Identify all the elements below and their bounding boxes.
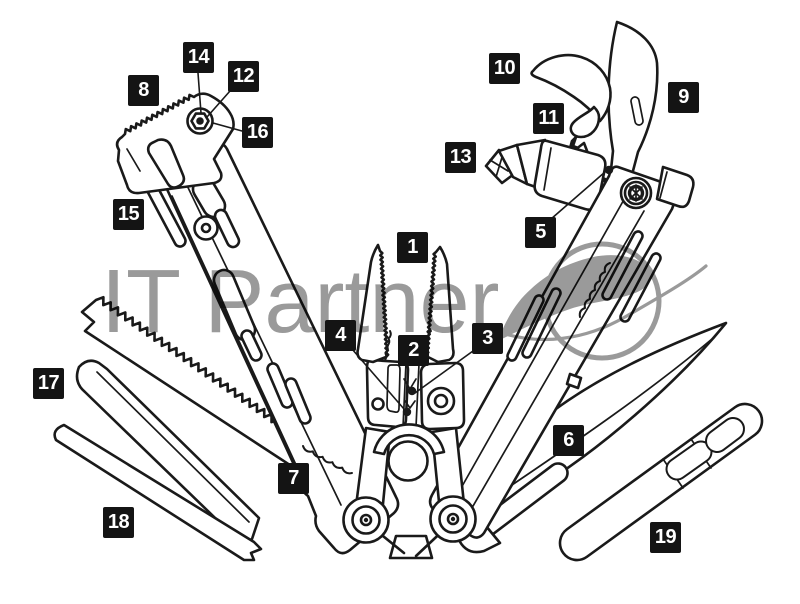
sharpener-rod-illustration bbox=[558, 402, 764, 562]
leader-line-3 bbox=[414, 350, 474, 394]
leader-line-14 bbox=[197, 72, 202, 114]
callout-label-6: 6 bbox=[553, 425, 584, 456]
leader-target-dot bbox=[604, 165, 614, 175]
leader-line-4 bbox=[351, 348, 405, 410]
leader-target-dot bbox=[402, 407, 412, 417]
callout-label-12: 12 bbox=[228, 61, 259, 92]
callout-label-7: 7 bbox=[278, 463, 309, 494]
callout-label-2: 2 bbox=[398, 335, 429, 366]
callout-label-8: 8 bbox=[128, 75, 159, 106]
leader-line-5 bbox=[550, 171, 606, 220]
callout-label-13: 13 bbox=[445, 142, 476, 173]
callout-label-17: 17 bbox=[33, 368, 64, 399]
callout-label-16: 16 bbox=[242, 117, 273, 148]
callout-label-4: 4 bbox=[325, 320, 356, 351]
carabiner-ring-illustration bbox=[372, 423, 446, 482]
leader-target-dot bbox=[407, 386, 417, 396]
plier-head-illustration bbox=[365, 358, 466, 431]
left-handle-illustration bbox=[162, 142, 400, 555]
callout-label-14: 14 bbox=[183, 42, 214, 73]
callout-label-15: 15 bbox=[113, 199, 144, 230]
leader-line-16 bbox=[212, 122, 243, 132]
callout-label-10: 10 bbox=[489, 53, 520, 84]
callout-label-11: 11 bbox=[533, 103, 564, 134]
callout-label-5: 5 bbox=[525, 217, 556, 248]
callout-label-19: 19 bbox=[650, 522, 681, 553]
leader-line-12 bbox=[206, 90, 231, 118]
awl-tool-illustration bbox=[75, 359, 261, 547]
callout-label-18: 18 bbox=[103, 507, 134, 538]
pivot-screws bbox=[342, 495, 477, 544]
callout-label-3: 3 bbox=[472, 323, 503, 354]
callout-label-9: 9 bbox=[668, 82, 699, 113]
plier-jaws-illustration bbox=[356, 243, 455, 364]
ferro-rod-illustration bbox=[53, 423, 263, 562]
callout-label-1: 1 bbox=[397, 232, 428, 263]
bit-driver-illustration bbox=[484, 138, 607, 212]
leader-lines bbox=[197, 72, 614, 417]
